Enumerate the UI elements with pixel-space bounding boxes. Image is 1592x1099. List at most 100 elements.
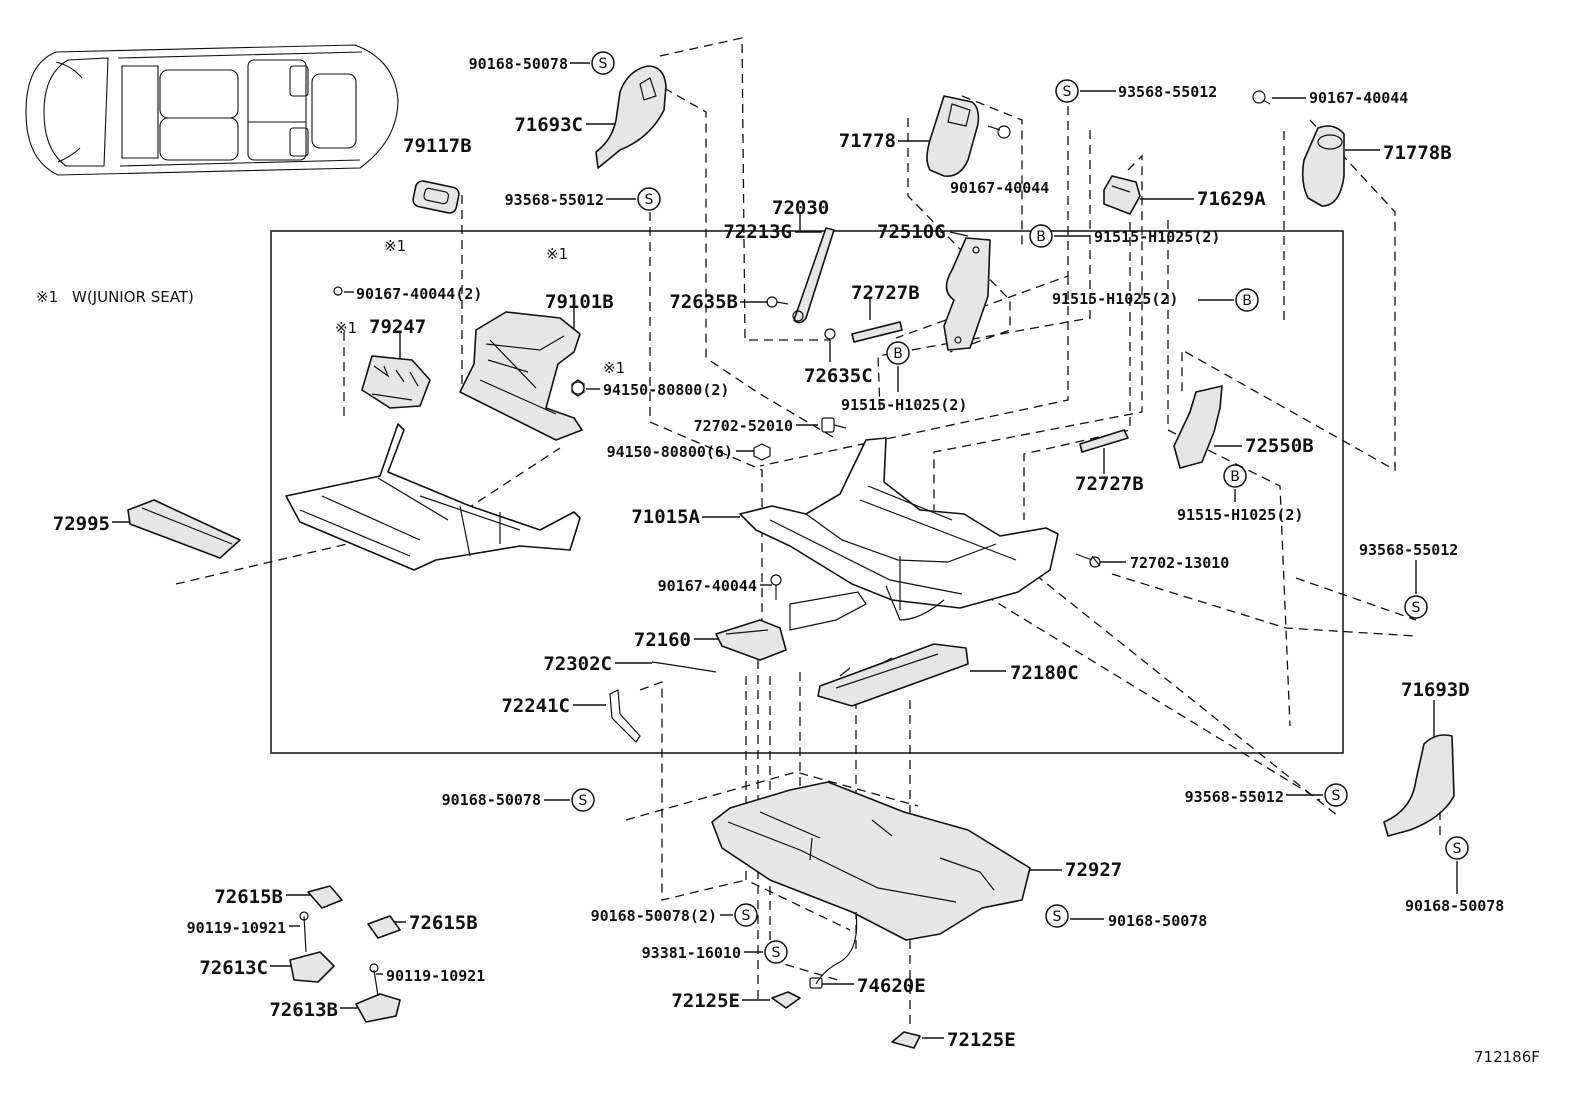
part-label-l23: 94150-80800(2)	[603, 381, 729, 399]
fastener-symbol-circle	[886, 341, 910, 365]
part-72613b	[355, 993, 401, 1023]
part-label-l51: 74620E	[857, 975, 926, 997]
part-label-l19: 91515-H1025(2)	[841, 396, 967, 414]
fastener-symbol-letter: S	[1053, 909, 1062, 925]
part-label-l31: 93568-55012	[1359, 541, 1458, 559]
junior-seat-markers: ※1 ※1 ※1 ※1	[335, 237, 625, 377]
fastener-symbol-s13: S	[1045, 904, 1069, 928]
part-label-l29: 72995	[53, 513, 110, 535]
part-label-l33: 90167-40044	[658, 577, 757, 595]
car-locator-icon	[25, 44, 399, 176]
part-label-l36: 72180C	[1010, 662, 1079, 684]
fastener-symbol-circle	[1404, 595, 1428, 619]
part-label-l12: 72213G	[723, 221, 792, 243]
part-label-l45: 90119-10921	[187, 919, 286, 937]
junior-seat-marker-m1: ※1	[384, 237, 406, 255]
part-72927	[711, 781, 1031, 941]
fastener-symbol-s04: B	[1029, 224, 1053, 248]
fastener-symbol-s06: B	[886, 341, 910, 365]
part-sketches	[127, 65, 1455, 1049]
part-72995	[127, 499, 241, 559]
part-79247	[361, 355, 431, 409]
part-label-l17: 72727B	[851, 282, 920, 304]
part-label-l25: 94150-80800(6)	[607, 443, 733, 461]
fastener-symbol-s03: S	[1055, 79, 1079, 103]
part-label-l11: 71629A	[1197, 188, 1266, 210]
fastener-symbol-letter: S	[579, 793, 588, 809]
part-label-l10: 71778B	[1383, 142, 1452, 164]
part-72727b	[851, 321, 903, 343]
part-label-l01: 90168-50078	[469, 55, 568, 73]
fastener-symbol-circle	[1235, 288, 1259, 312]
part-71629a	[1103, 175, 1141, 215]
part-72615b	[307, 885, 343, 909]
part-label-l04: 93568-55012	[505, 191, 604, 209]
part-label-l54: 72125E	[947, 1029, 1016, 1051]
part-label-l32: 72702-13010	[1130, 554, 1229, 572]
part-label-l41: 72927	[1065, 859, 1122, 881]
part-label-l26: 72550B	[1245, 435, 1314, 457]
part-79101b	[459, 311, 583, 441]
note-text: W(JUNIOR SEAT)	[72, 288, 194, 306]
fastener-symbol-letter: B	[1242, 293, 1252, 309]
fastener-symbol-letter: S	[1412, 600, 1421, 616]
part-71693d	[1383, 734, 1455, 837]
fastener-symbol-circle	[637, 187, 661, 211]
part-label-l13: 72510G	[877, 221, 946, 243]
fastener-symbol-s02: S	[637, 187, 661, 211]
part-label-l02: 71693C	[514, 114, 583, 136]
fastener-symbol-circle	[1045, 904, 1069, 928]
part-label-l43: 90168-50078	[1405, 897, 1504, 915]
part-72241c	[609, 689, 641, 743]
junior-seat-marker-m3: ※1	[335, 319, 357, 337]
fastener-symbol-s12: S	[734, 903, 758, 927]
part-label-l53: 72613B	[269, 999, 338, 1021]
part-74620e	[815, 911, 858, 985]
part-72727b-lower	[1079, 429, 1129, 453]
assembly-frame-72030	[270, 230, 1344, 754]
leader-lines	[112, 62, 1458, 1039]
junior-seat-marker-m2: ※1	[546, 245, 568, 263]
fastener-symbol-letter: S	[645, 192, 654, 208]
part-label-l37: 71693D	[1401, 679, 1470, 701]
part-72510g	[943, 237, 991, 351]
note-marker: ※1	[36, 288, 58, 306]
part-72213g	[793, 227, 835, 324]
part-label-l30: 71015A	[631, 506, 700, 528]
part-label-l48: 93381-16010	[642, 944, 741, 962]
fastener-symbol-s09: S	[571, 788, 595, 812]
fastener-symbol-s08: S	[1404, 595, 1428, 619]
part-label-l27: 72727B	[1075, 473, 1144, 495]
fastener-symbol-s10: S	[1324, 783, 1348, 807]
fastener-symbol-circle	[1445, 836, 1469, 860]
fastener-symbol-letter: S	[1063, 84, 1072, 100]
part-label-l06: 71778	[839, 130, 896, 152]
part-label-l14: 91515-H1025(2)	[1094, 228, 1220, 246]
part-79117b	[412, 180, 460, 214]
fastener-symbol-letter: B	[1036, 229, 1046, 245]
cushion-frame-left	[285, 423, 581, 571]
part-label-l34: 72160	[634, 629, 691, 651]
fastener-symbol-s14: S	[764, 940, 788, 964]
junior-seat-marker-m4: ※1	[603, 359, 625, 377]
part-label-l42: 72615B	[214, 886, 283, 908]
part-72125e-lower	[891, 1031, 921, 1049]
part-72180c	[817, 643, 969, 707]
fastener-symbol-circle	[734, 903, 758, 927]
part-label-l28: 91515-H1025(2)	[1177, 506, 1303, 524]
part-label-l20: 90167-40044(2)	[356, 285, 482, 303]
fastener-symbol-letter: B	[893, 346, 903, 362]
diagram-code: 712186F	[1474, 1048, 1540, 1066]
part-label-l09: 90167-40044	[1309, 89, 1408, 107]
part-72550b	[1173, 385, 1223, 469]
fastener-symbol-s07: B	[1223, 464, 1247, 488]
part-label-l16: 72635B	[669, 291, 738, 313]
fastener-symbol-circle	[1324, 783, 1348, 807]
part-label-l49: 72613C	[199, 957, 268, 979]
part-label-l22: 79247	[369, 316, 426, 338]
part-72302c	[651, 661, 717, 673]
fastener-symbol-circle	[1055, 79, 1079, 103]
part-71693c	[595, 65, 667, 169]
